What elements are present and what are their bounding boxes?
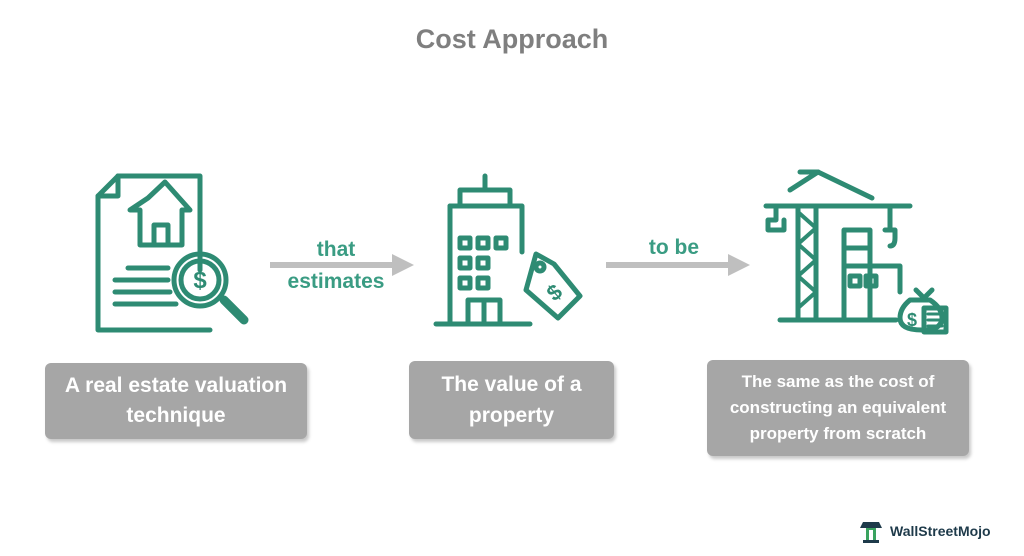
brand-name: WallStreetMojo	[890, 523, 991, 539]
arrow-2	[606, 254, 750, 276]
step-1-text: A real estate valuation technique	[64, 374, 288, 427]
svg-text:$: $	[907, 310, 917, 330]
document-magnifier-dollar-icon: $	[95, 173, 249, 333]
connector-1-line1: that	[316, 238, 356, 261]
svg-text:$: $	[542, 279, 567, 306]
connector-label-1: that estimates	[277, 234, 395, 298]
step-box-2: The value of a property	[409, 361, 614, 439]
wallstreetmojo-logo-icon	[860, 522, 882, 543]
brand-logo: WallStreetMojo	[858, 515, 991, 547]
connector-1-line2: estimates	[287, 270, 385, 293]
building-price-tag-icon: $	[433, 173, 583, 327]
step-box-3: The same as the cost of constructing an …	[707, 360, 969, 456]
connector-label-2: to be	[614, 232, 734, 264]
diagram-title: Cost Approach	[415, 24, 609, 54]
step-2-text: The value of a property	[441, 373, 582, 427]
step-3-text: The same as the cost of constructing an …	[729, 372, 947, 443]
arrow-1	[270, 254, 414, 276]
svg-text:$: $	[193, 267, 207, 294]
construction-crane-money-icon: $	[763, 169, 949, 335]
step-box-1: A real estate valuation technique	[45, 363, 307, 439]
connector-2-line1: to be	[648, 236, 700, 259]
